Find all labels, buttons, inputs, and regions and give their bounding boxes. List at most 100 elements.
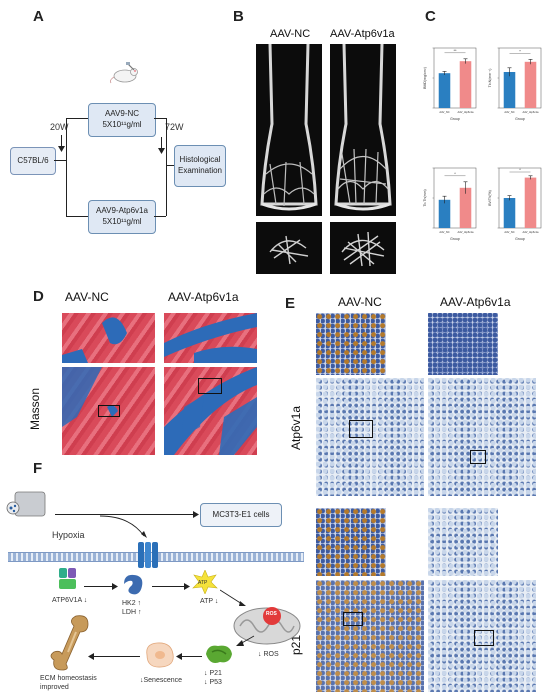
diagonal-arrow-icon: [220, 589, 246, 606]
curved-arrow-icon: [100, 515, 147, 538]
arrow-left-icon: [236, 635, 255, 646]
panel-letter-e: E: [285, 295, 296, 312]
ihc-p21-nc-zoom-marker: [343, 612, 363, 626]
connector-line: [166, 118, 167, 216]
week-start-label: 20W: [50, 122, 69, 132]
chart-x-label: Group: [450, 117, 460, 121]
bone-icon: [50, 615, 89, 671]
endpoint-line2: Examination: [177, 166, 223, 175]
ecm-line2: improved: [40, 684, 69, 691]
arrow-down-icon: [58, 146, 65, 152]
chart-bar: [524, 61, 537, 108]
chart-significance-label: *: [519, 167, 521, 172]
ros-label: ↓ ROS: [258, 651, 279, 658]
group-nc-name: AAV9-NC: [104, 109, 140, 119]
p21-p53-protein-icon: [206, 645, 232, 663]
ihc-atp6v1a-atp-zoom-marker: [470, 450, 486, 464]
ihc-atp6v1a-atp-image: [428, 378, 536, 496]
microct-col-atp: AAV-Atp6v1a: [330, 28, 395, 40]
ihc-col-nc: AAV-NC: [338, 295, 382, 309]
ihc-atp6v1a-nc-zoom-image: [316, 313, 386, 375]
arrow-right-icon: [193, 511, 199, 518]
microct-femur-nc-image: [256, 44, 322, 216]
arrow-right-icon: [112, 583, 118, 590]
ihc-p21-atp-zoom-marker: [474, 630, 494, 646]
group-atp-name: AAV9-Atp6v1a: [96, 206, 148, 216]
hypoxia-chamber-icon: [6, 491, 46, 517]
p53-label: ↓ P53: [204, 679, 222, 686]
week-end-label: 72W: [165, 122, 184, 132]
chart-tick-label: AAV_Atp6v1a: [523, 110, 540, 114]
mouse-icon: [110, 62, 138, 84]
arrow-down-icon: [158, 148, 165, 154]
masson-atp-image: [164, 367, 257, 455]
chart-x-label: Group: [515, 117, 525, 121]
chart-tick-label: AAV_NC: [439, 110, 449, 114]
ldh-label: LDH ↑: [122, 609, 142, 616]
connector-line: [54, 160, 66, 161]
connector-line: [66, 118, 67, 216]
ihc-atp6v1a-nc-image: [316, 378, 424, 496]
chart-significance-label: *: [519, 48, 521, 53]
panel-letter-f: F: [33, 460, 43, 477]
ihc-atp6v1a-nc-zoom-marker: [349, 420, 373, 438]
arrow-left-icon: [88, 653, 94, 660]
masson-nc-image: [62, 367, 155, 455]
connector-line: [154, 118, 166, 119]
ecm-line1: ECM homeostasis: [40, 675, 97, 682]
chart-tick-label: AAV_Atp6v1a: [458, 110, 475, 114]
chart-tick-label: AAV_NC: [439, 230, 449, 234]
ihc-p21-nc-image: [316, 580, 424, 692]
panel-letter-b: B: [233, 8, 244, 25]
flow-arrow-line: [55, 514, 195, 515]
atp-badge: ATP: [198, 580, 208, 586]
mouse-strain-label: C57BL/6: [17, 155, 49, 165]
masson-atp-zoom-image: [164, 313, 257, 363]
hk2-label: HK2 ↑: [122, 600, 142, 607]
chart-tick-label: AAV_NC: [504, 230, 514, 234]
chart-bar: [459, 187, 472, 228]
masson-nc-zoom-image: [62, 313, 155, 363]
ros-badge: ROS: [266, 611, 277, 617]
chart-bar: [459, 61, 472, 108]
flow-arrow-line: [84, 586, 114, 587]
flow-arrow-line: [92, 656, 140, 657]
chart-y-label: BV/TV(%): [488, 190, 492, 206]
chart-x-label: Group: [515, 237, 525, 241]
chart-y-label: BMD(mg/cm³): [423, 67, 427, 89]
senescence-label: ↓Senescence: [140, 677, 183, 684]
endpoint-line1: Histological: [179, 155, 221, 165]
arrow-down-line: [61, 135, 62, 149]
hk2-ldh-enzyme-icon: [124, 574, 143, 595]
channel-protein-icon: [138, 542, 158, 568]
masson-col-atp: AAV-Atp6v1a: [168, 290, 239, 304]
atp6v1a-label: ATP6V1A ↓: [52, 597, 88, 604]
p21-label: ↓ P21: [204, 670, 222, 677]
ihc-p21-atp-image: [428, 580, 536, 692]
cells-label: MC3T3-E1 cells: [212, 509, 270, 519]
chart-bar: [503, 198, 516, 228]
chart-tick-label: AAV_NC: [504, 110, 514, 114]
chart-bmd: AAV_NC AAV_Atp6v1a ** Group BMD(mg/cm³): [423, 47, 477, 121]
connector-line: [154, 216, 166, 217]
chart-bar: [503, 72, 516, 108]
microct-col-nc: AAV-NC: [270, 28, 311, 40]
panel-letter-c: C: [425, 8, 436, 25]
flow-arrow-line: [152, 586, 186, 587]
arrow-down-line: [161, 137, 162, 151]
chart-x-label: Group: [450, 237, 460, 241]
microct-femur-atp-image: [330, 44, 396, 216]
group-nc-box: AAV9-NC 5X10¹¹g/ml: [88, 103, 156, 137]
connector-line: [166, 165, 174, 166]
chart-significance-label: **: [453, 48, 457, 53]
masson-col-nc: AAV-NC: [65, 290, 109, 304]
ihc-col-atp: AAV-Atp6v1a: [440, 295, 511, 309]
chart-bar: [438, 73, 451, 108]
atp-label: ATP ↓: [200, 598, 219, 605]
microct-trabecular-atp-image: [330, 222, 396, 274]
chart-y-label: Tb.Th(mm): [423, 189, 427, 206]
hypoxia-label: Hypoxia: [52, 530, 85, 540]
